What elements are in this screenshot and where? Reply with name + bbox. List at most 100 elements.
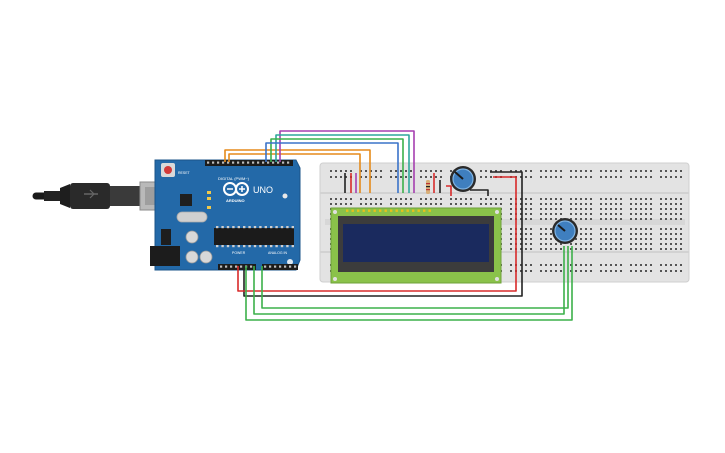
breadboard-hole bbox=[550, 270, 552, 272]
breadboard-hole bbox=[660, 213, 662, 215]
header-pin bbox=[269, 265, 272, 268]
breadboard-hole bbox=[615, 198, 617, 200]
chip-pin bbox=[280, 226, 284, 229]
breadboard-hole bbox=[585, 198, 587, 200]
breadboard-hole bbox=[675, 248, 677, 250]
breadboard-hole bbox=[470, 198, 472, 200]
breadboard-hole bbox=[620, 176, 622, 178]
breadboard-hole bbox=[525, 248, 527, 250]
breadboard-hole bbox=[585, 233, 587, 235]
power-jack[interactable] bbox=[150, 246, 180, 266]
breadboard-hole bbox=[580, 248, 582, 250]
breadboard-hole bbox=[510, 213, 512, 215]
breadboard-hole bbox=[610, 238, 612, 240]
breadboard-hole bbox=[635, 248, 637, 250]
header-pin bbox=[257, 161, 260, 164]
breadboard-hole bbox=[635, 170, 637, 172]
breadboard-hole bbox=[640, 248, 642, 250]
breadboard-hole bbox=[590, 170, 592, 172]
breadboard-hole bbox=[675, 203, 677, 205]
breadboard-hole bbox=[570, 270, 572, 272]
arduino-uno-board[interactable]: RESET DIGITAL (PWM~) UNO ARDUINO bbox=[150, 159, 301, 271]
header-pin bbox=[250, 265, 253, 268]
breadboard-hole bbox=[570, 218, 572, 220]
breadboard-hole bbox=[645, 228, 647, 230]
breadboard-hole bbox=[525, 208, 527, 210]
breadboard-hole bbox=[550, 176, 552, 178]
breadboard-hole bbox=[600, 238, 602, 240]
lcd-pin bbox=[362, 209, 365, 212]
breadboard-hole bbox=[610, 243, 612, 245]
lcd-display[interactable] bbox=[330, 207, 502, 284]
breadboard-hole bbox=[455, 203, 457, 205]
breadboard-hole bbox=[675, 270, 677, 272]
breadboard-hole bbox=[600, 248, 602, 250]
header-pin bbox=[272, 161, 275, 164]
header-pin bbox=[267, 161, 270, 164]
header-pin bbox=[217, 161, 220, 164]
chip-pin bbox=[226, 245, 230, 248]
breadboard-hole bbox=[520, 264, 522, 266]
chip-pin bbox=[264, 226, 267, 229]
breadboard-hole bbox=[530, 208, 532, 210]
breadboard-hole bbox=[525, 233, 527, 235]
header-pin bbox=[242, 161, 245, 164]
breadboard-hole bbox=[365, 170, 367, 172]
breadboard-hole bbox=[540, 203, 542, 205]
breadboard-hole bbox=[630, 228, 632, 230]
breadboard-hole bbox=[390, 203, 392, 205]
breadboard-hole bbox=[650, 228, 652, 230]
breadboard-hole bbox=[675, 176, 677, 178]
breadboard-hole bbox=[660, 208, 662, 210]
breadboard-hole bbox=[520, 238, 522, 240]
breadboard-hole bbox=[615, 218, 617, 220]
breadboard-hole bbox=[665, 176, 667, 178]
breadboard-hole bbox=[660, 176, 662, 178]
breadboard-hole bbox=[350, 198, 352, 200]
lcd-pin bbox=[384, 209, 387, 212]
breadboard-hole bbox=[555, 248, 557, 250]
chip-pin bbox=[286, 245, 289, 248]
breadboard-hole bbox=[575, 203, 577, 205]
breadboard-hole bbox=[575, 218, 577, 220]
breadboard-hole bbox=[455, 198, 457, 200]
breadboard-hole bbox=[610, 176, 612, 178]
breadboard-hole bbox=[680, 243, 682, 245]
breadboard-hole bbox=[660, 228, 662, 230]
breadboard-hole bbox=[520, 243, 522, 245]
breadboard-hole bbox=[620, 228, 622, 230]
breadboard-hole bbox=[620, 198, 622, 200]
potentiometer-top[interactable] bbox=[450, 166, 476, 192]
breadboard-hole bbox=[550, 264, 552, 266]
potentiometer-bottom[interactable] bbox=[552, 218, 578, 244]
lcd-pin bbox=[412, 209, 415, 212]
breadboard-hole bbox=[575, 208, 577, 210]
header-pin bbox=[230, 265, 233, 268]
analog-label: ANALOG IN bbox=[268, 251, 288, 255]
breadboard-hole bbox=[360, 198, 362, 200]
breadboard-hole bbox=[530, 170, 532, 172]
breadboard-hole bbox=[610, 228, 612, 230]
breadboard-hole bbox=[500, 198, 502, 200]
breadboard-hole bbox=[620, 208, 622, 210]
breadboard-hole bbox=[645, 198, 647, 200]
breadboard-hole bbox=[615, 233, 617, 235]
breadboard-hole bbox=[370, 176, 372, 178]
breadboard-hole bbox=[665, 170, 667, 172]
breadboard-hole bbox=[610, 213, 612, 215]
breadboard-hole bbox=[675, 218, 677, 220]
header-pin bbox=[212, 161, 215, 164]
breadboard-hole bbox=[630, 176, 632, 178]
header-pin bbox=[289, 265, 292, 268]
breadboard-hole bbox=[610, 170, 612, 172]
breadboard-hole bbox=[645, 243, 647, 245]
breadboard-hole bbox=[620, 248, 622, 250]
resistor[interactable] bbox=[426, 180, 430, 194]
breadboard-hole bbox=[550, 243, 552, 245]
breadboard-hole bbox=[570, 198, 572, 200]
breadboard-hole bbox=[610, 264, 612, 266]
breadboard-hole bbox=[540, 218, 542, 220]
breadboard-hole bbox=[645, 233, 647, 235]
reset-button[interactable] bbox=[161, 163, 175, 177]
breadboard-hole bbox=[630, 208, 632, 210]
